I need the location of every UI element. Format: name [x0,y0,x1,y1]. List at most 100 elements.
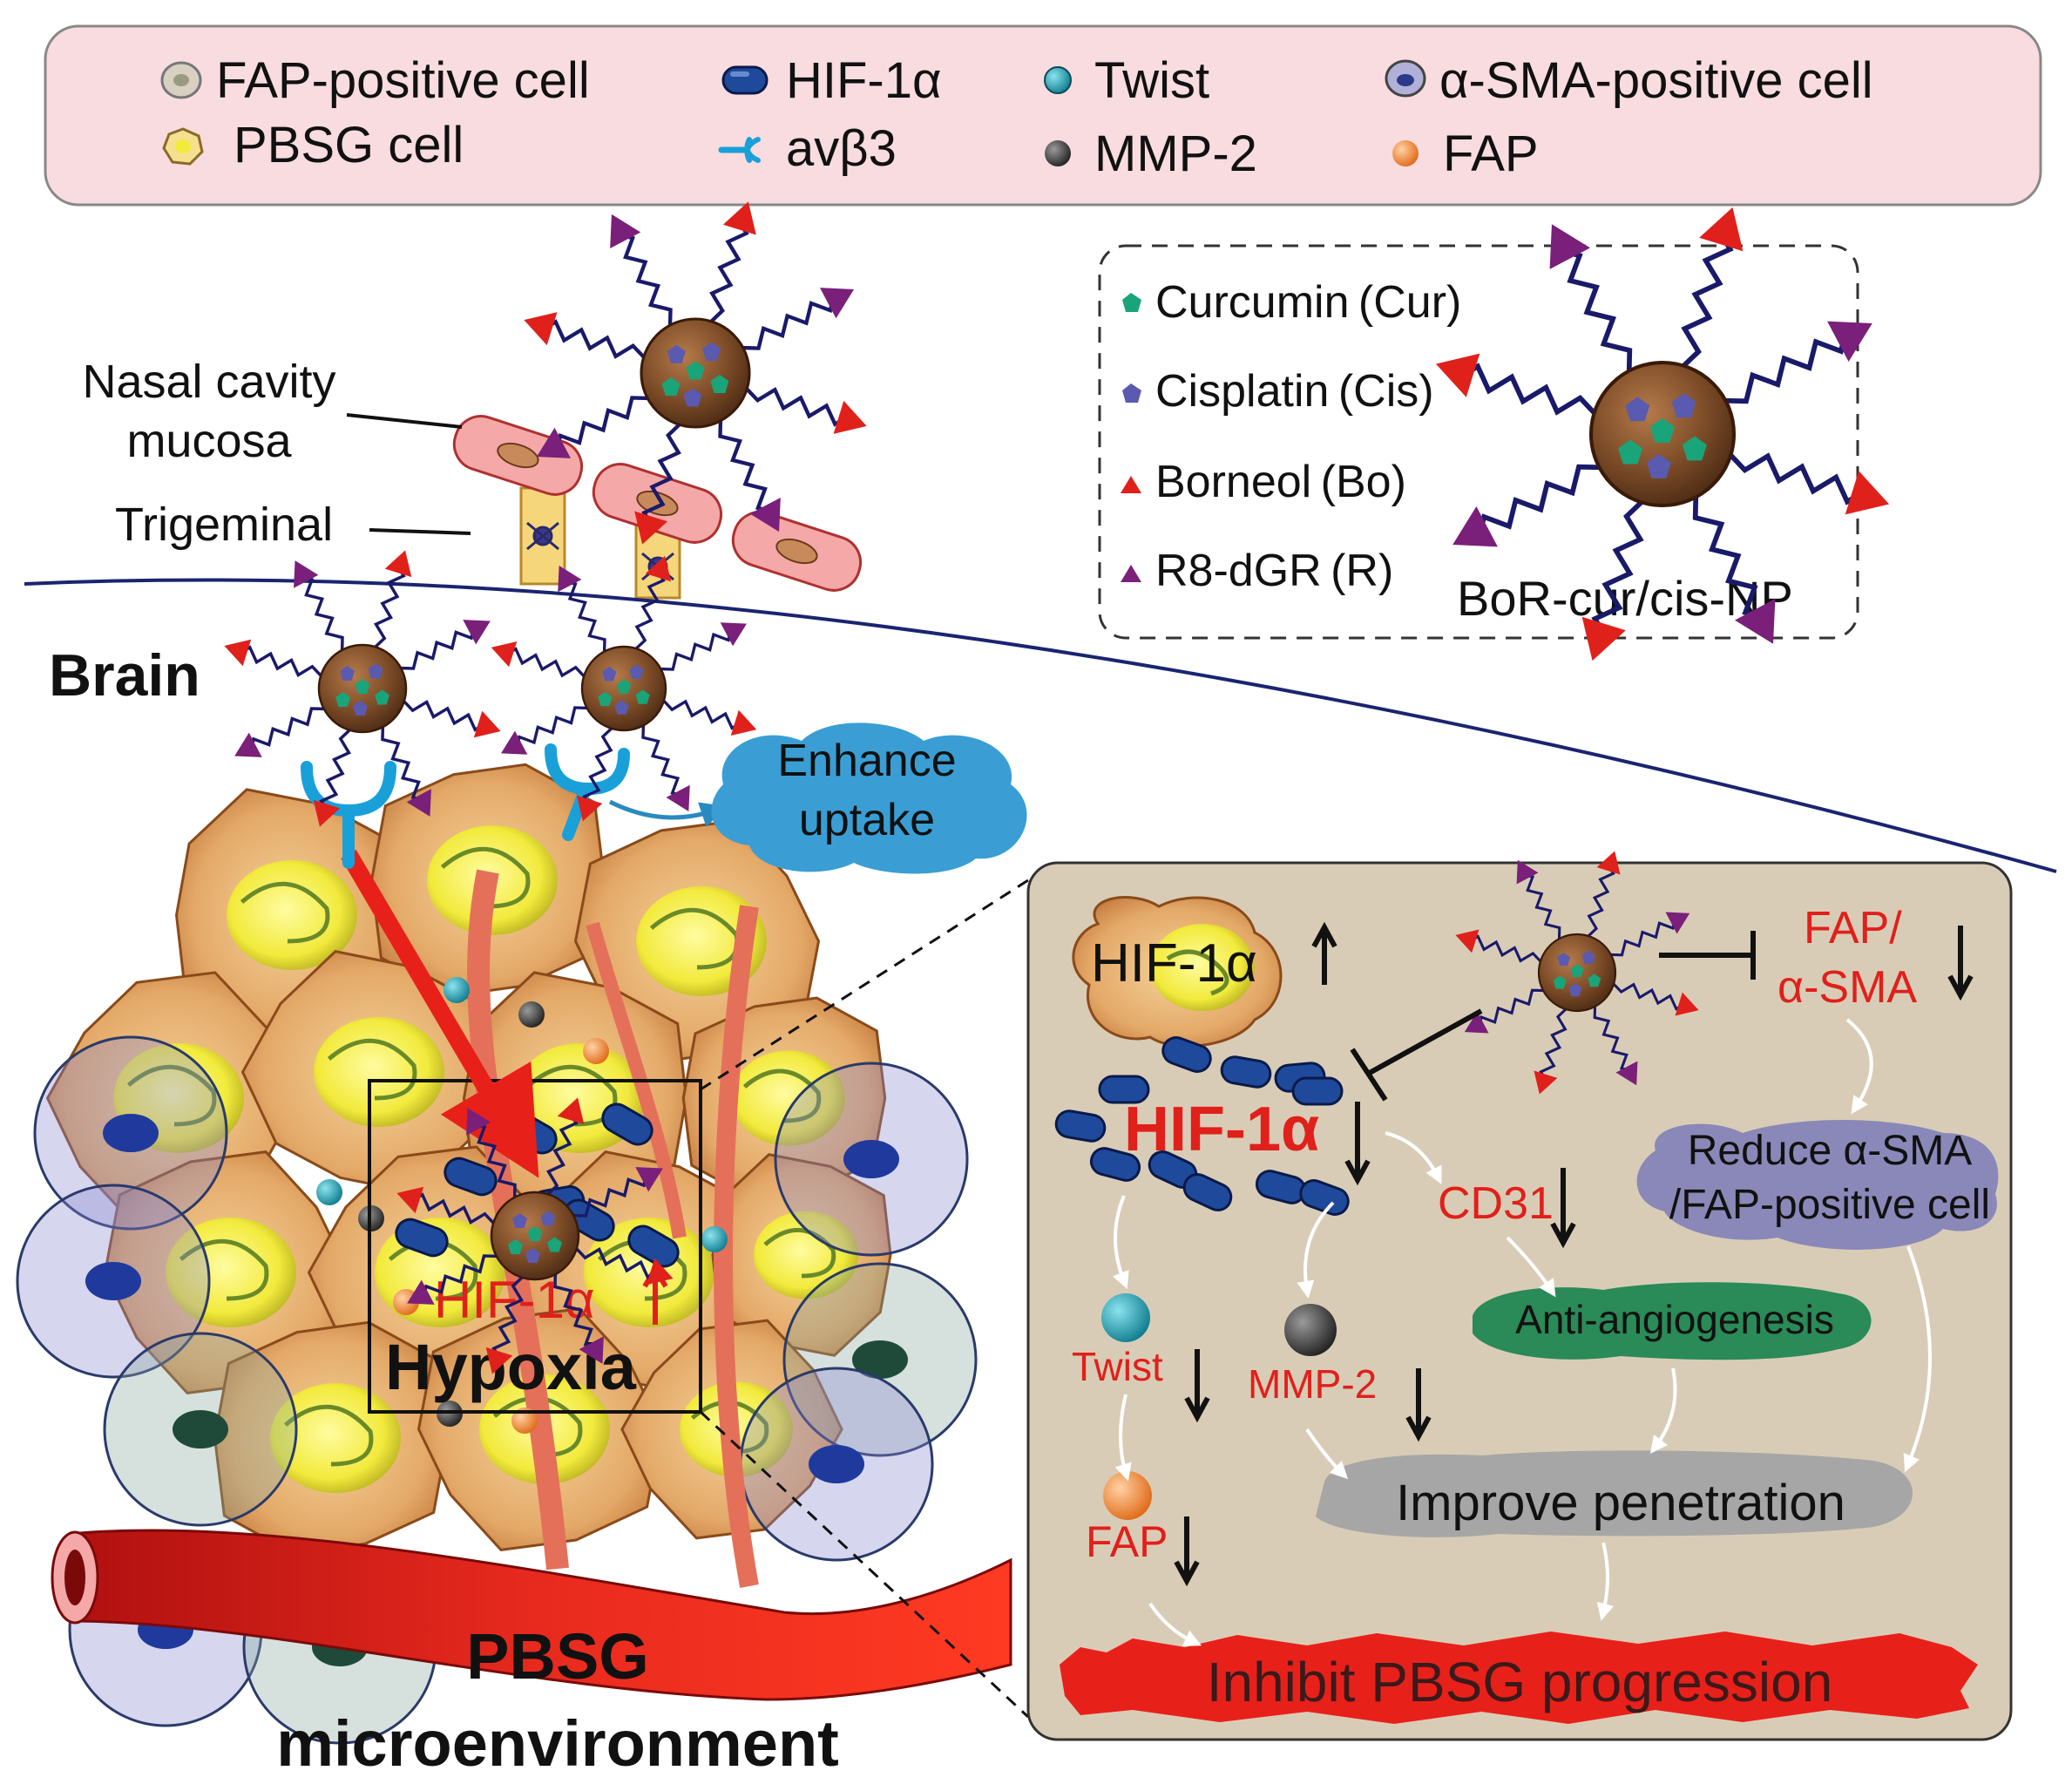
molecule-dot [444,977,470,1003]
hif-rod [1054,1109,1107,1143]
stromal-cell [103,1332,298,1527]
hif-down-arrow-icon [1344,1102,1371,1186]
reduce-cell-cloud [1636,1120,1999,1250]
tumor-cell [213,1320,450,1556]
nasal-mucosa [346,413,863,600]
stromal-cell [33,1035,228,1231]
hif-rod [395,1218,449,1258]
twist-down-arrow-icon [1184,1349,1210,1423]
fap-asma-down-arrow-icon [1947,926,1974,1001]
molecule-dot [583,1038,609,1064]
panel-improve-label: Improve penetration [1396,1475,1845,1531]
enhance-uptake-cloud [711,723,1027,874]
molecule-dot [316,1179,342,1205]
panel-reduce-line1: Reduce α-SMA [1688,1128,1973,1174]
flow-arrows [1113,1018,1932,1646]
mmp2-down-arrow-icon [1405,1368,1432,1442]
tumor-cell-cluster-icon [1072,896,1283,1048]
curcumin-icon [1122,293,1141,312]
inhibit-hif-line [1350,1008,1483,1102]
hif-rod [1182,1173,1233,1211]
legend-twist-label: Twist [1094,52,1209,109]
anti-angiogenesis-badge [1473,1282,1872,1360]
legend-fap-label: FAP [1443,126,1539,182]
panel-fap-label: FAP [1086,1517,1168,1566]
r8-dgr-icon [1121,565,1141,582]
np-name-label: BoR-cur/cis-NP [1457,571,1793,626]
blood-vessel [68,1529,1012,1701]
stromal-cell [774,1062,969,1257]
cisplatin-icon [1122,383,1141,403]
stromal-cell [782,1262,978,1457]
np-brain-left [224,550,501,827]
hif-rod [1161,1036,1212,1073]
fap-icon [1392,140,1419,166]
tumor-cell [103,1150,350,1394]
twist-icon [1044,66,1072,94]
panel-hif-down-label: HIF-1α [1124,1095,1319,1164]
micro-label-line1: PBSG [466,1620,649,1693]
molecule-dot [518,1001,545,1028]
panel-hif-up-arrow-icon [1311,921,1337,985]
panel-cd31-label: CD31 [1438,1178,1554,1229]
panel-twist-icon [1101,1293,1150,1342]
hif-rod [627,1225,680,1268]
legend-hif-label: HIF-1α [786,52,942,109]
mmp2-icon [1045,140,1071,166]
panel-twist-label: Twist [1072,1344,1163,1389]
asma-positive-cell-icon [1385,59,1426,98]
panel-nanoparticle-icon [1455,851,1699,1095]
legend-fap-cell-label: FAP-positive cell [216,52,590,109]
improve-penetration-badge [1316,1450,1913,1537]
nanoparticle-large-icon [1435,207,1890,661]
np-cur-label: Curcumin (Cur) [1155,277,1461,328]
hif-1a-icon [721,65,769,95]
fap-down-arrow-icon [1174,1516,1200,1587]
cd31-down-arrow-icon [1550,1168,1576,1249]
micro-label-line2: microenvironment [276,1707,839,1780]
panel-anti-label: Anti-angiogenesis [1515,1297,1834,1342]
pbsg-cell-icon [162,127,204,166]
molecule-dot [511,1408,538,1434]
legend-box: FAP-positive cell PBSG cell HIF-1α avβ3 … [44,24,2042,207]
hif-rod [1089,1147,1141,1182]
enhance-label-line2: uptake [799,795,935,845]
np-r8-label: R8-dGR (R) [1155,546,1393,596]
mechanism-panel: HIF-1α FAP/ α-SMA HIF-1α CD31 [1026,851,2013,1741]
panel-mmp2-icon [1284,1304,1337,1356]
avb3-receptor-icon [718,137,761,163]
borneol-icon [1121,476,1141,493]
inhibit-fap-line [1659,931,1756,980]
legend-asma-cell-label: α-SMA-positive cell [1439,52,1873,109]
nasal-label-line1: Nasal cavity [82,356,335,408]
np-bo-label: Borneol (Bo) [1155,457,1406,507]
brain-label: Brain [49,642,200,709]
molecule-dot [701,1226,728,1252]
trigeminal-label: Trigeminal [115,499,333,551]
enhance-uptake-arrow [608,799,728,827]
panel-inhibit-label: Inhibit PBSG progression [1207,1651,1833,1713]
inhibit-pbsg-badge [1060,1632,1978,1724]
fap-positive-cell-icon [160,61,202,99]
legend-avb3-label: avβ3 [786,120,897,177]
stromal-cell [16,1184,211,1379]
np-hypoxia [396,1097,674,1374]
np-large [1435,207,1890,661]
hif-rod [601,1102,653,1146]
delivery-arrow [341,849,539,1178]
hif-1a-cluster [1054,1036,1350,1216]
hif-rod [1299,1179,1350,1216]
tumor-mass [16,763,1012,1745]
hif-rod [1220,1055,1272,1089]
nanoparticle-box: Curcumin (Cur) Cisplatin (Cis) Borneol (… [1098,207,1890,661]
avb3-receptor-left [301,761,396,869]
np-cis-label: Cisplatin (Cis) [1155,366,1434,417]
hif-rod [1291,1076,1344,1106]
np-panel [1455,851,1699,1095]
panel-fap-asma-line2: α-SMA [1777,962,1917,1013]
panel-reduce-line2: /FAP-positive cell [1669,1182,1990,1228]
enhance-label-line1: Enhance [777,736,956,786]
panel-mmp2-label: MMP-2 [1248,1361,1377,1407]
